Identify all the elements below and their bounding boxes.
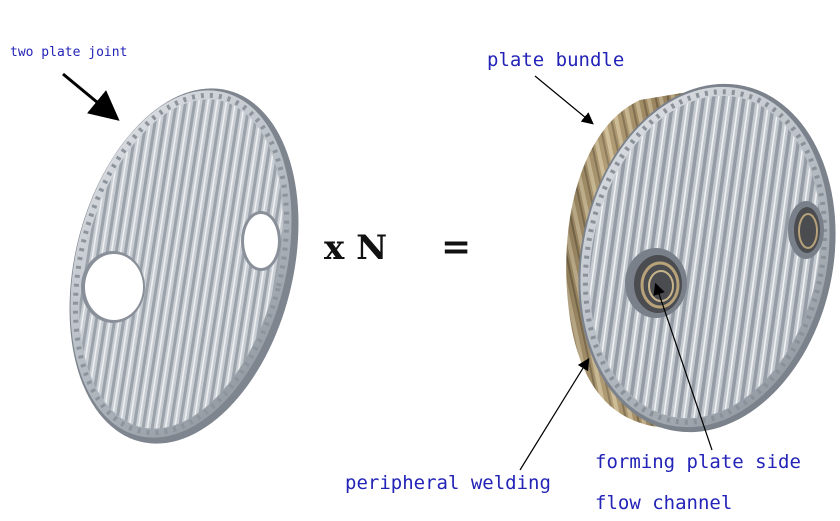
label-forming-plate-side: forming plate side	[595, 451, 801, 473]
arrow-flow-channel	[653, 282, 713, 451]
label-flow-channel: flow channel	[595, 492, 733, 514]
single-plate-pair	[69, 88, 299, 444]
label-plate-bundle: plate bundle	[487, 49, 625, 71]
arrow-plate-bundle	[534, 75, 594, 125]
arrow-two-plate-joint	[62, 72, 120, 121]
times-n-operator: x N	[324, 228, 388, 268]
arrow-peripheral-welding	[519, 357, 590, 471]
label-peripheral-welding: peripheral welding	[345, 472, 551, 494]
equals-sign: =	[441, 226, 472, 268]
label-two-plate-joint: two plate joint	[10, 45, 128, 60]
plate-bundle	[566, 83, 836, 433]
